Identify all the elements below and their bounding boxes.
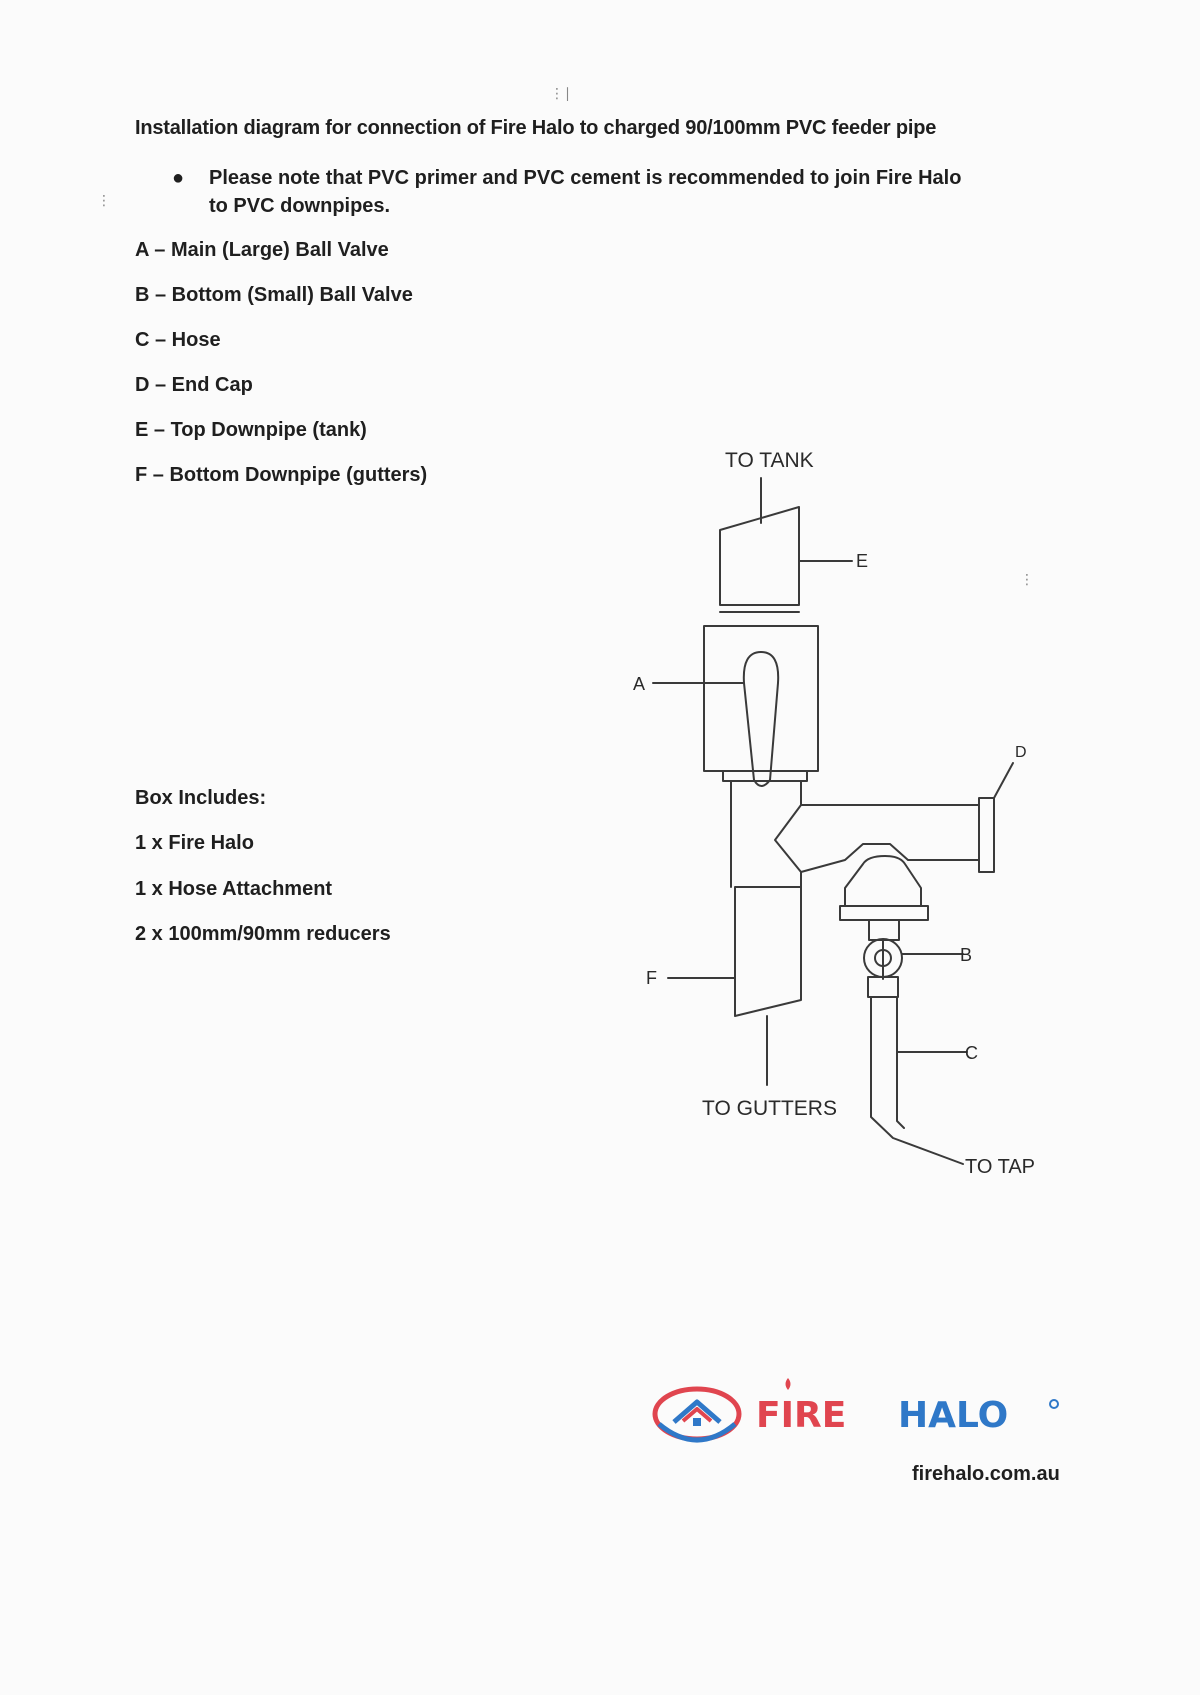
logo-fire-text: FIRE [756,1395,846,1436]
to-tap-label: TO TAP [965,1156,1035,1178]
top-downpipe [719,506,800,606]
box-contents: Box Includes: 1 x Fire Halo 1 x Hose Att… [135,785,391,967]
page-title: Installation diagram for connection of F… [135,117,937,139]
trademark-icon [1049,1399,1059,1409]
scan-mark: ⋮ [97,193,111,209]
end-cap [978,797,995,873]
tee-branch [774,804,802,873]
legend-item: F – Bottom Downpipe (gutters) [135,464,428,486]
legend-item: C – Hose [135,329,221,351]
box-item: 1 x Fire Halo [135,832,254,854]
legend-item: D – End Cap [135,374,253,396]
house-halo-icon [652,1386,742,1443]
hose [870,996,964,1165]
label-e: E [856,551,868,571]
flame-icon [785,1378,791,1390]
small-valve-body [844,855,922,907]
small-valve-stem [868,919,900,941]
box-title: Box Includes: [135,787,267,809]
fire-halo-logo: FIRE HALO [652,1378,1059,1443]
small-valve-collar [839,905,929,921]
label-c: C [965,1043,978,1063]
to-gutters-label: TO GUTTERS [702,1097,837,1120]
main-valve-body [703,625,819,772]
main-valve-collar [722,770,808,782]
website-url: firehalo.com.au [912,1463,1060,1485]
legend-item: A – Main (Large) Ball Valve [135,239,389,261]
parts-legend: A – Main (Large) Ball Valve B – Bottom (… [135,237,427,507]
legend-item: E – Top Downpipe (tank) [135,419,367,441]
label-f: F [646,968,657,988]
label-d: D [1015,744,1027,761]
box-item: 2 x 100mm/90mm reducers [135,923,391,945]
bottom-downpipe [734,886,802,1017]
box-item: 1 x Hose Attachment [135,877,333,900]
label-a: A [633,674,645,694]
tee-body [730,780,980,888]
legend-item: B – Bottom (Small) Ball Valve [135,284,413,306]
small-valve-outlet [867,976,899,998]
label-d-leader [993,762,1014,799]
note-text: Please note that PVC primer and PVC ceme… [209,167,962,217]
bullet-icon: ● [172,167,185,189]
label-b: B [960,945,972,965]
scan-mark: ⋮ [1020,572,1034,588]
to-tank-label: TO TANK [725,449,814,472]
logo-halo-text: HALO [898,1395,1008,1436]
scan-mark: ⋮∣ [550,86,571,102]
note: ● Please note that PVC primer and PVC ce… [172,164,972,220]
main-valve-handle [742,651,780,787]
